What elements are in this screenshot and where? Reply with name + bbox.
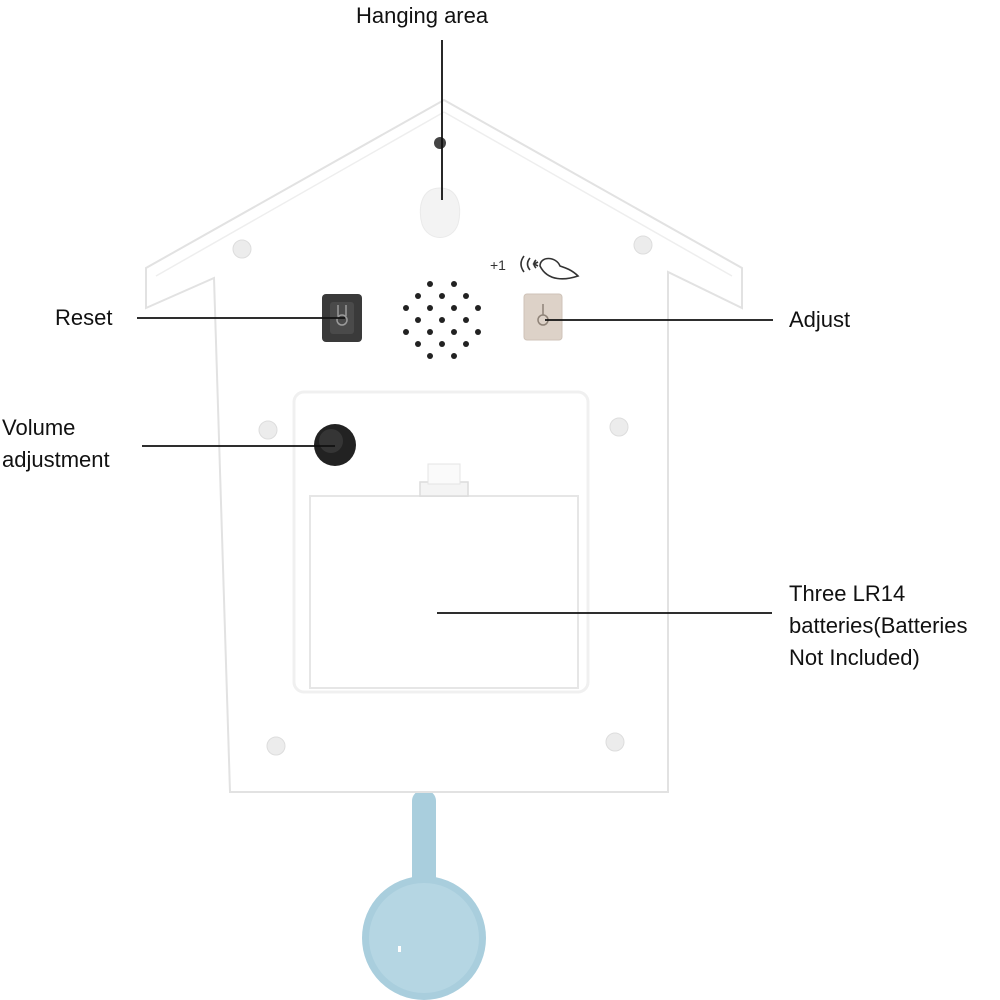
hanging-screw-icon [434, 137, 446, 149]
chime-count: +1 [490, 257, 506, 273]
label-hanging-area: Hanging area [356, 3, 489, 28]
battery-cover [309, 495, 579, 689]
speaker-hole [403, 305, 409, 311]
pendulum-highlight [398, 946, 401, 952]
volume-knob-graphic [314, 424, 356, 466]
speaker-hole [475, 305, 481, 311]
label-batteries-line3: Not Included) [789, 645, 920, 670]
pendulum [362, 790, 486, 1000]
speaker-hole [439, 341, 445, 347]
hanging-hook [419, 137, 461, 238]
speaker-hole [463, 317, 469, 323]
label-batteries-line2: batteries(Batteries [789, 613, 968, 638]
speaker-hole [415, 317, 421, 323]
speaker-hole [439, 293, 445, 299]
speaker-hole [403, 329, 409, 335]
speaker-hole [463, 341, 469, 347]
label-reset: Reset [55, 305, 113, 330]
speaker-hole [427, 329, 433, 335]
label-volume-adjustment: Volume adjustment [2, 412, 110, 476]
bird-sound-icon [520, 255, 580, 280]
speaker-hole [451, 329, 457, 335]
keyhole-hanger-icon [419, 187, 461, 238]
pendulum-rod [412, 790, 436, 900]
adjust-button-graphic [523, 293, 563, 341]
label-batteries: Three LR14 batteries(Batteries Not Inclu… [789, 578, 968, 674]
speaker-hole [451, 353, 457, 359]
speaker-hole [427, 281, 433, 287]
adjust-button-body [523, 293, 563, 341]
speaker-hole [415, 341, 421, 347]
speaker-hole [463, 293, 469, 299]
battery-compartment [292, 390, 590, 694]
label-batteries-line1: Three LR14 [789, 581, 906, 606]
speaker-grille [403, 281, 481, 359]
speaker-hole [439, 317, 445, 323]
chime-mark: +1 [490, 255, 580, 280]
screw-holes [232, 235, 653, 756]
reset-keyhole-icon [336, 314, 348, 326]
speaker-hole [451, 281, 457, 287]
speaker-hole [427, 305, 433, 311]
label-volume-line2: adjustment [2, 447, 110, 472]
label-volume-line1: Volume [2, 415, 76, 440]
speaker-hole [415, 293, 421, 299]
speaker-hole [451, 305, 457, 311]
label-adjust: Adjust [789, 307, 851, 332]
leader-lines [137, 40, 773, 614]
speaker-hole [427, 353, 433, 359]
pendulum-bob-inner [369, 883, 479, 993]
speaker-hole [475, 329, 481, 335]
roof-edge-highlight [155, 111, 733, 277]
